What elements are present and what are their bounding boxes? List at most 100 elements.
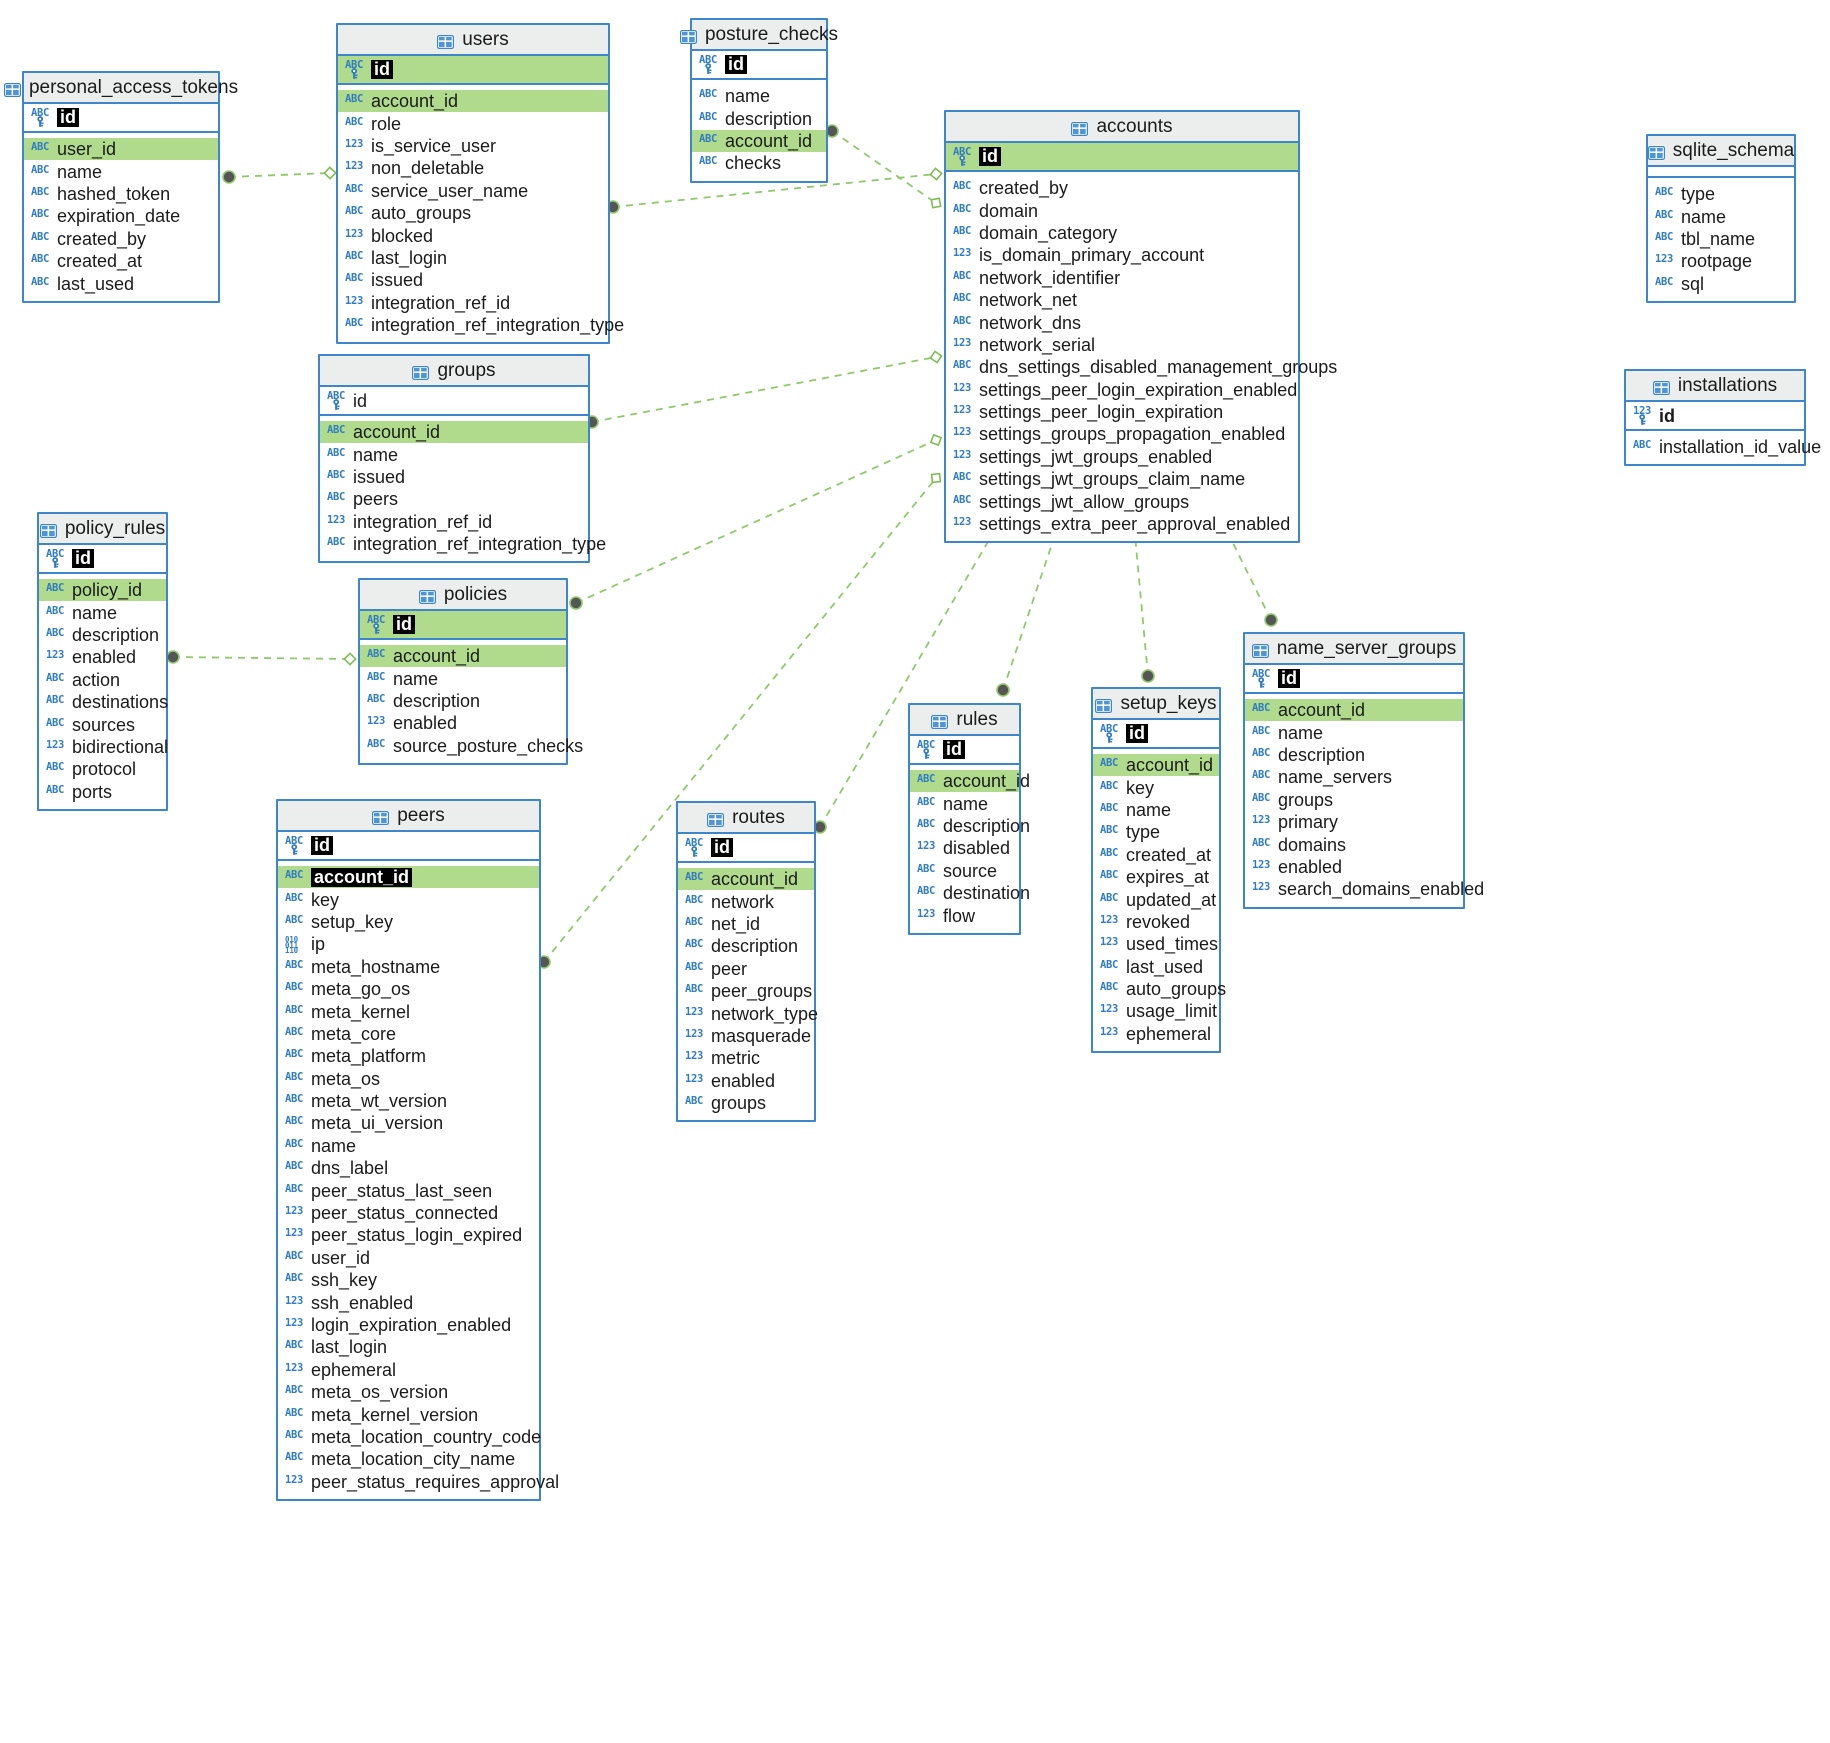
column-row-bidirectional[interactable]: 123bidirectional bbox=[39, 736, 168, 758]
column-row-user_id[interactable]: ABCuser_id bbox=[24, 138, 218, 161]
column-row-expires_at[interactable]: ABCexpires_at bbox=[1093, 866, 1219, 888]
column-row-network_serial[interactable]: 123network_serial bbox=[946, 334, 1298, 356]
column-row-login_expiration_enabled[interactable]: 123login_expiration_enabled bbox=[278, 1314, 539, 1336]
column-row-groups[interactable]: ABCgroups bbox=[678, 1092, 814, 1114]
table-posture_checks[interactable]: posture_checksABCidABCnameABCdescription… bbox=[679, 18, 838, 183]
column-row-last_used[interactable]: ABClast_used bbox=[1093, 956, 1219, 978]
column-row-revoked[interactable]: 123revoked bbox=[1093, 911, 1219, 933]
column-row-meta_hostname[interactable]: ABCmeta_hostname bbox=[278, 956, 539, 978]
column-row-groups[interactable]: ABCgroups bbox=[1245, 789, 1463, 811]
column-row-ssh_key[interactable]: ABCssh_key bbox=[278, 1269, 539, 1291]
column-row-policy_id[interactable]: ABCpolicy_id bbox=[39, 579, 166, 602]
column-row-settings_jwt_allow_groups[interactable]: ABCsettings_jwt_allow_groups bbox=[946, 490, 1298, 512]
column-row-meta_wt_version[interactable]: ABCmeta_wt_version bbox=[278, 1090, 539, 1112]
column-row-ephemeral[interactable]: 123ephemeral bbox=[278, 1359, 539, 1381]
column-row-account_id[interactable]: ABCaccount_id bbox=[692, 129, 826, 153]
column-row-meta_core[interactable]: ABCmeta_core bbox=[278, 1023, 539, 1045]
table-accounts[interactable]: accountsABCidABCcreated_byABCdomainABCdo… bbox=[944, 110, 1337, 544]
column-row-meta_os[interactable]: ABCmeta_os bbox=[278, 1068, 539, 1090]
column-row-action[interactable]: ABCaction bbox=[39, 669, 166, 691]
column-row-peer_status_last_seen[interactable]: ABCpeer_status_last_seen bbox=[278, 1179, 539, 1201]
column-row-role[interactable]: ABCrole bbox=[338, 112, 608, 134]
column-row-used_times[interactable]: 123used_times bbox=[1093, 933, 1219, 955]
column-row-key[interactable]: ABCkey bbox=[278, 888, 539, 910]
pk-row-id[interactable]: 123id bbox=[1626, 402, 1675, 429]
column-row-protocol[interactable]: ABCprotocol bbox=[39, 758, 166, 780]
column-row-checks[interactable]: ABCchecks bbox=[692, 152, 826, 174]
column-row-peer_status_requires_approval[interactable]: 123peer_status_requires_approval bbox=[278, 1471, 559, 1493]
column-row-service_user_name[interactable]: ABCservice_user_name bbox=[338, 180, 608, 202]
column-row-name[interactable]: ABCname bbox=[1648, 205, 1794, 227]
column-row-enabled[interactable]: 123enabled bbox=[360, 712, 566, 734]
column-row-peers[interactable]: ABCpeers bbox=[320, 488, 588, 510]
pk-row-id[interactable]: ABCid bbox=[338, 56, 608, 83]
column-row-settings_peer_login_expiration_enabled[interactable]: 123settings_peer_login_expiration_enable… bbox=[946, 379, 1298, 401]
column-row-account_id[interactable]: ABCaccount_id bbox=[1093, 754, 1219, 777]
column-row-domain[interactable]: ABCdomain bbox=[946, 199, 1298, 221]
pk-row-id[interactable]: ABCid bbox=[39, 545, 94, 572]
column-row-account_id[interactable]: ABCaccount_id bbox=[360, 645, 566, 668]
column-row-ephemeral[interactable]: 123ephemeral bbox=[1093, 1023, 1219, 1045]
table-setup_keys[interactable]: setup_keysABCidABCaccount_idABCkeyABCnam… bbox=[1091, 687, 1226, 1054]
column-row-ports[interactable]: ABCports bbox=[39, 781, 166, 803]
column-row-last_login[interactable]: ABClast_login bbox=[338, 247, 608, 269]
column-row-integration_ref_id[interactable]: 123integration_ref_id bbox=[320, 511, 588, 533]
pk-row-id[interactable]: ABCid bbox=[692, 51, 747, 78]
table-installations[interactable]: installations123idABCinstallation_id_val… bbox=[1624, 369, 1821, 467]
column-row-net_id[interactable]: ABCnet_id bbox=[678, 913, 814, 935]
column-row-expiration_date[interactable]: ABCexpiration_date bbox=[24, 205, 218, 227]
column-row-description[interactable]: ABCdescription bbox=[692, 107, 826, 129]
column-row-meta_location_country_code[interactable]: ABCmeta_location_country_code bbox=[278, 1426, 541, 1448]
column-row-network_dns[interactable]: ABCnetwork_dns bbox=[946, 311, 1298, 333]
column-row-source_posture_checks[interactable]: ABCsource_posture_checks bbox=[360, 735, 583, 757]
column-row-integration_ref_integration_type[interactable]: ABCintegration_ref_integration_type bbox=[320, 533, 606, 555]
column-row-account_id[interactable]: ABCaccount_id bbox=[1245, 699, 1463, 722]
column-row-non_deletable[interactable]: 123non_deletable bbox=[338, 157, 608, 179]
table-peers[interactable]: peersABCidABCaccount_idABCkeyABCsetup_ke… bbox=[276, 799, 559, 1501]
column-row-settings_extra_peer_approval_enabled[interactable]: 123settings_extra_peer_approval_enabled bbox=[946, 513, 1298, 535]
column-row-flow[interactable]: 123flow bbox=[910, 904, 1019, 926]
column-row-masquerade[interactable]: 123masquerade bbox=[678, 1025, 814, 1047]
column-row-domain_category[interactable]: ABCdomain_category bbox=[946, 222, 1298, 244]
column-row-name[interactable]: ABCname bbox=[24, 160, 218, 182]
table-policy_rules[interactable]: policy_rulesABCidABCpolicy_idABCnameABCd… bbox=[37, 512, 168, 811]
column-row-enabled[interactable]: 123enabled bbox=[678, 1070, 814, 1092]
column-row-description[interactable]: ABCdescription bbox=[360, 690, 566, 712]
column-row-description[interactable]: ABCdescription bbox=[1245, 744, 1463, 766]
pk-row-id[interactable]: ABCid bbox=[678, 834, 733, 861]
column-row-primary[interactable]: 123primary bbox=[1245, 811, 1463, 833]
column-row-is_service_user[interactable]: 123is_service_user bbox=[338, 135, 608, 157]
table-routes[interactable]: routesABCidABCaccount_idABCnetworkABCnet… bbox=[676, 801, 818, 1123]
column-row-name[interactable]: ABCname bbox=[320, 443, 588, 465]
column-row-settings_peer_login_expiration[interactable]: 123settings_peer_login_expiration bbox=[946, 401, 1298, 423]
column-row-last_login[interactable]: ABClast_login bbox=[278, 1336, 539, 1358]
pk-row-id[interactable]: ABCid bbox=[320, 387, 367, 414]
column-row-issued[interactable]: ABCissued bbox=[338, 269, 608, 291]
table-sqlite_schema[interactable]: sqlite_schemaABCtypeABCnameABCtbl_name12… bbox=[1646, 134, 1796, 303]
column-row-meta_platform[interactable]: ABCmeta_platform bbox=[278, 1045, 539, 1067]
table-rules[interactable]: rulesABCidABCaccount_idABCnameABCdescrip… bbox=[908, 703, 1030, 935]
pk-row-id[interactable]: ABCid bbox=[360, 611, 566, 638]
column-row-enabled[interactable]: 123enabled bbox=[39, 646, 166, 668]
column-row-created_by[interactable]: ABCcreated_by bbox=[24, 228, 218, 250]
column-row-enabled[interactable]: 123enabled bbox=[1245, 856, 1463, 878]
column-row-issued[interactable]: ABCissued bbox=[320, 466, 588, 488]
column-row-peer_status_login_expired[interactable]: 123peer_status_login_expired bbox=[278, 1224, 539, 1246]
column-row-meta_ui_version[interactable]: ABCmeta_ui_version bbox=[278, 1112, 539, 1134]
column-row-network_identifier[interactable]: ABCnetwork_identifier bbox=[946, 267, 1298, 289]
column-row-rootpage[interactable]: 123rootpage bbox=[1648, 250, 1794, 272]
pk-row-id[interactable]: ABCid bbox=[946, 143, 1298, 170]
column-row-account_id[interactable]: ABCaccount_id bbox=[320, 421, 588, 444]
column-row-user_id[interactable]: ABCuser_id bbox=[278, 1247, 539, 1269]
column-row-created_at[interactable]: ABCcreated_at bbox=[1093, 844, 1219, 866]
column-row-meta_kernel[interactable]: ABCmeta_kernel bbox=[278, 1000, 539, 1022]
column-row-meta_os_version[interactable]: ABCmeta_os_version bbox=[278, 1381, 539, 1403]
table-personal_access_tokens[interactable]: personal_access_tokensABCidABCuser_idABC… bbox=[3, 71, 238, 303]
column-row-is_domain_primary_account[interactable]: 123is_domain_primary_account bbox=[946, 244, 1298, 266]
column-row-name[interactable]: ABCname bbox=[39, 601, 166, 623]
pk-row-id[interactable]: ABCid bbox=[910, 736, 965, 763]
column-row-created_by[interactable]: ABCcreated_by bbox=[946, 177, 1298, 199]
column-row-name[interactable]: ABCname bbox=[278, 1135, 539, 1157]
column-row-search_domains_enabled[interactable]: 123search_domains_enabled bbox=[1245, 878, 1484, 900]
column-row-peer_status_connected[interactable]: 123peer_status_connected bbox=[278, 1202, 539, 1224]
